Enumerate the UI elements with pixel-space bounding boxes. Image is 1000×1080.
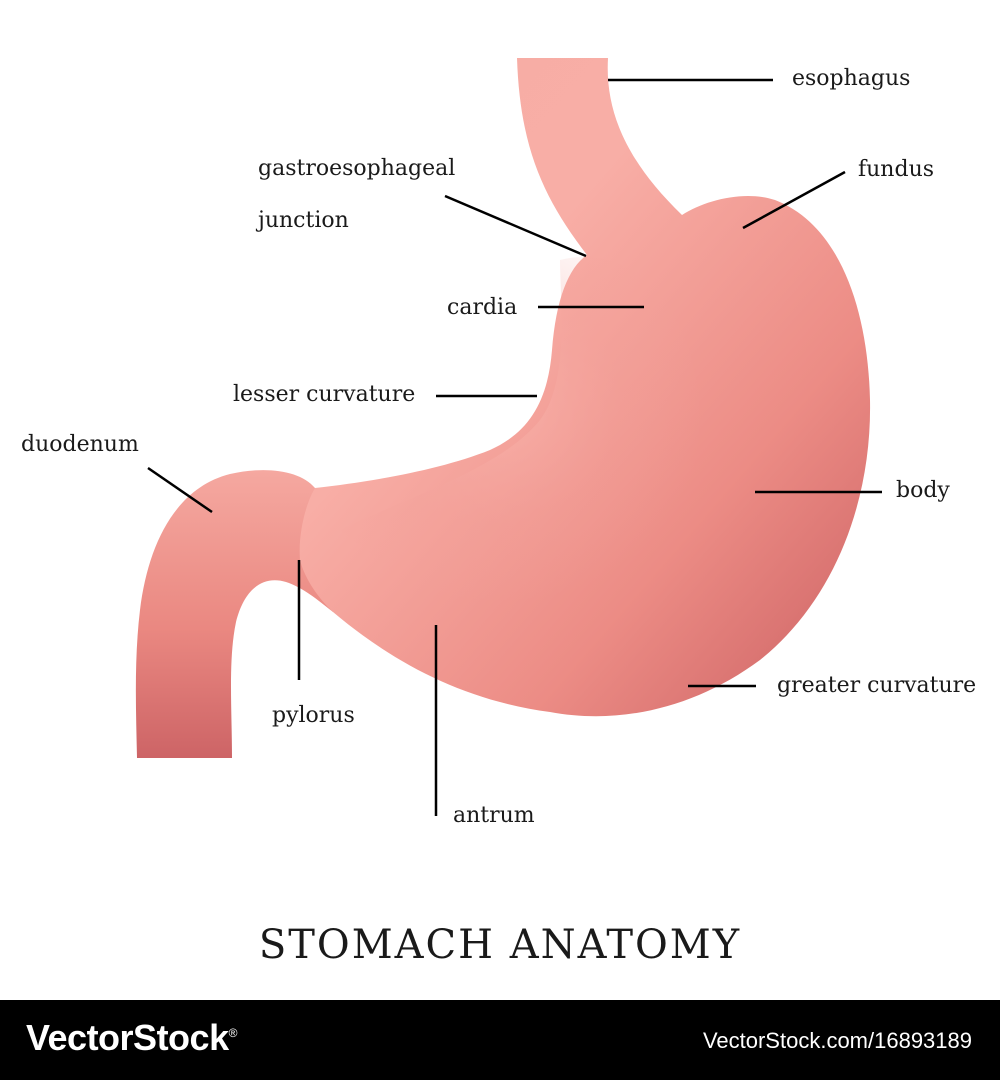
duodenum-shape xyxy=(135,470,333,758)
fundus-leader xyxy=(742,170,846,230)
label-junction: junction xyxy=(258,208,349,233)
label-esophagus: esophagus xyxy=(792,66,911,91)
label-greater-curvature: greater curvature xyxy=(777,673,977,698)
label-body: body xyxy=(896,478,950,503)
vectorstock-logo: VectorStock® xyxy=(26,1020,237,1056)
leader-lines xyxy=(147,78,882,816)
brand-name: VectorStock xyxy=(26,1017,229,1058)
diagram-canvas: esophagus fundus gastroesophageal juncti… xyxy=(21,58,977,968)
label-duodenum: duodenum xyxy=(21,432,139,457)
diagram-title: STOMACH ANATOMY xyxy=(258,922,742,968)
label-cardia: cardia xyxy=(447,295,518,320)
stomach-highlight xyxy=(340,256,700,600)
label-fundus: fundus xyxy=(858,157,935,182)
registered-mark: ® xyxy=(228,1026,238,1040)
label-pylorus: pylorus xyxy=(272,703,355,728)
stomach-illustration xyxy=(135,58,882,816)
gastroesophageal-leader xyxy=(444,194,587,258)
label-antrum: antrum xyxy=(453,803,535,828)
label-gastroesophageal: gastroesophageal xyxy=(258,156,456,181)
label-lesser-curvature: lesser curvature xyxy=(233,382,416,407)
watermark-footer: VectorStock® VectorStock.com/16893189 xyxy=(0,1000,1000,1080)
duodenum-leader xyxy=(147,466,213,514)
stock-id: VectorStock.com/16893189 xyxy=(702,1028,972,1053)
